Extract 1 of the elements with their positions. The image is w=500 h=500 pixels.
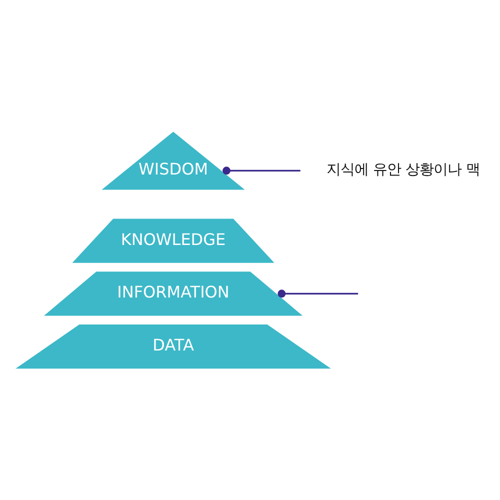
label: 지식에 유안 상황이나 맥 xyxy=(326,162,480,178)
